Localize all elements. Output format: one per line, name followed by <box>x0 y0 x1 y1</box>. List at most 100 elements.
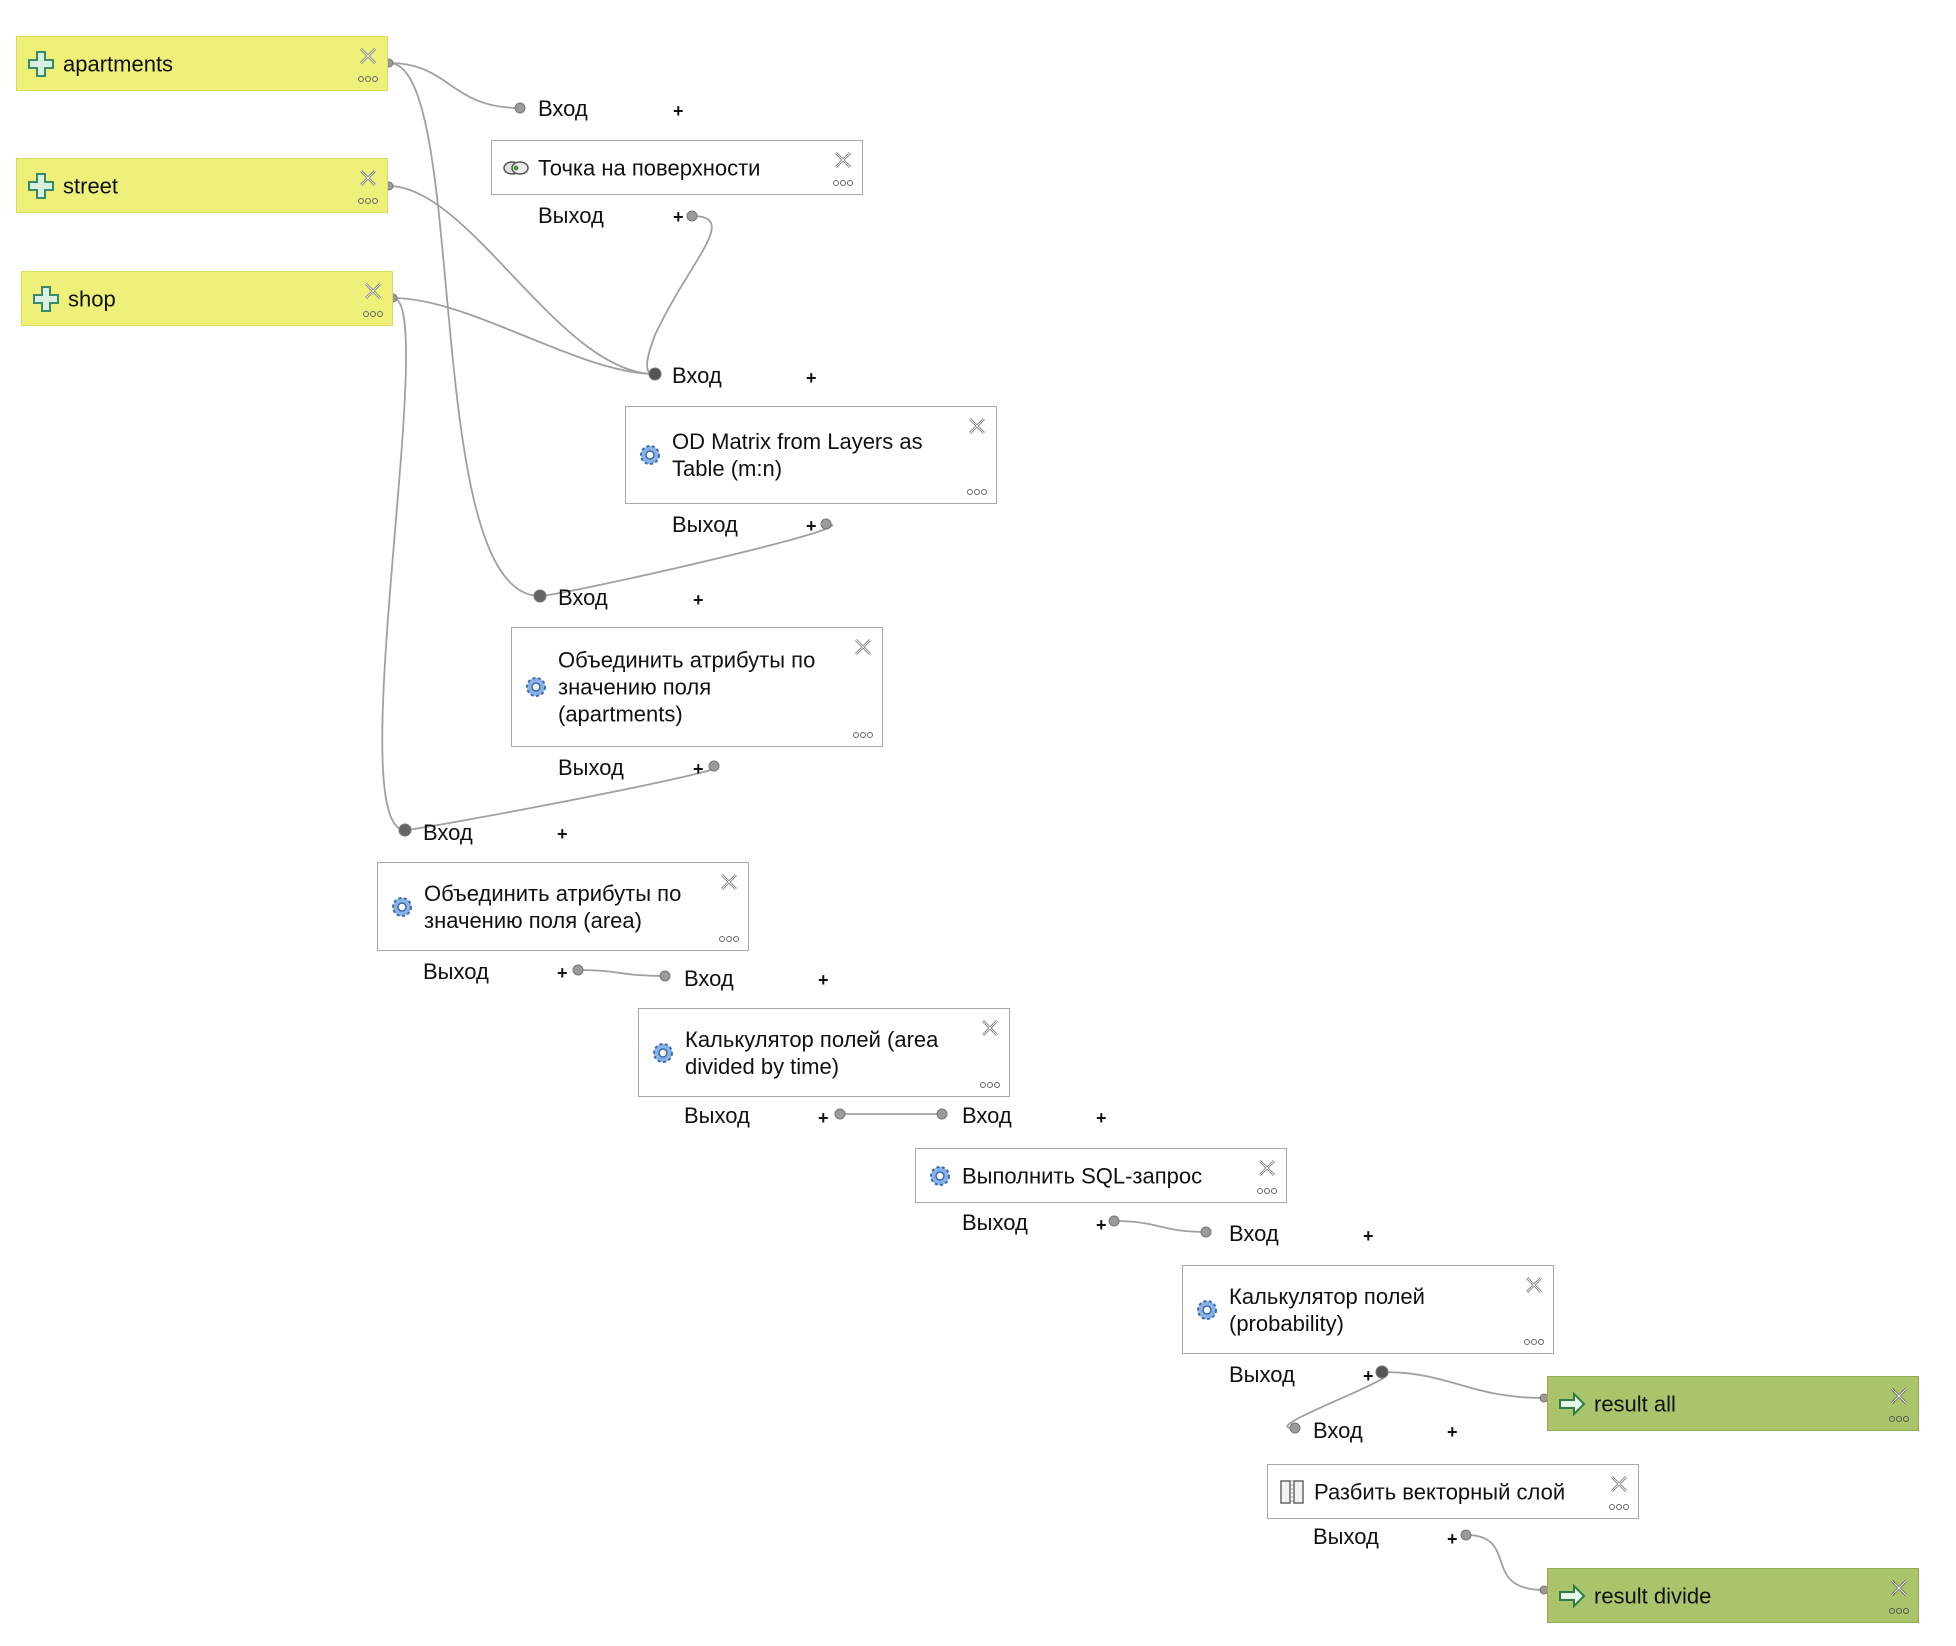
wire-shop-joinarea <box>381 297 407 831</box>
add-input-button[interactable]: + <box>1096 1108 1107 1128</box>
add-output-button[interactable]: + <box>557 963 568 983</box>
wire-shop-od <box>392 297 656 375</box>
input-port-label: Вход <box>538 96 588 121</box>
port-dot <box>686 210 698 222</box>
port-dot <box>1289 1422 1301 1434</box>
wire-point-od <box>646 215 713 375</box>
algorithm-label: Точка на поверхности <box>538 155 761 180</box>
algorithm-node-split[interactable]: Разбить векторный слой <box>1267 1464 1639 1519</box>
output-port-label: Выход <box>1229 1362 1295 1387</box>
close-icon[interactable] <box>357 45 379 67</box>
input-node-street[interactable]: street <box>16 158 388 213</box>
close-icon[interactable] <box>1256 1157 1278 1179</box>
gear-icon <box>653 1042 673 1063</box>
algorithm-node-join-area[interactable]: Объединить атрибуты по значению поля (ar… <box>377 862 749 951</box>
wire-sql-calcprob <box>1113 1220 1207 1233</box>
output-port-label: Выход <box>684 1103 750 1128</box>
plus-icon <box>28 50 54 77</box>
algorithm-label: Выполнить SQL-запрос <box>962 1163 1203 1188</box>
close-icon[interactable] <box>966 415 988 437</box>
output-port-label: Выход <box>672 512 738 537</box>
port-dot <box>514 102 526 114</box>
add-output-button[interactable]: + <box>673 207 684 227</box>
gear-icon <box>930 1165 950 1186</box>
close-icon[interactable] <box>362 280 384 302</box>
arrow-right-icon <box>1559 1391 1586 1416</box>
input-port-label: Вход <box>1229 1221 1279 1246</box>
port-dot <box>834 1108 846 1120</box>
more-icon[interactable] <box>1888 1606 1910 1616</box>
add-input-button[interactable]: + <box>818 970 829 990</box>
add-input-button[interactable]: + <box>806 368 817 388</box>
algorithm-label: Объединить атрибуты по значению поля (ap… <box>558 647 816 727</box>
more-icon[interactable] <box>362 309 384 319</box>
wire-street-od <box>388 185 656 375</box>
more-icon[interactable] <box>357 196 379 206</box>
output-label-result-all: result all <box>1594 1391 1676 1416</box>
algorithm-node-point-on-surface[interactable]: Точка на поверхности <box>491 140 863 195</box>
more-icon[interactable] <box>966 487 988 497</box>
port-dot <box>820 518 832 530</box>
close-icon[interactable] <box>1523 1274 1545 1296</box>
algorithm-label: Разбить векторный слой <box>1314 1479 1566 1504</box>
close-icon[interactable] <box>832 149 854 171</box>
algorithm-label: Объединить атрибуты по значению поля (ar… <box>424 880 682 933</box>
close-icon[interactable] <box>357 167 379 189</box>
add-output-button[interactable]: + <box>1096 1215 1107 1235</box>
wire-split-resultdivide <box>1465 1534 1545 1591</box>
close-icon[interactable] <box>979 1017 1001 1039</box>
input-label-shop: shop <box>68 286 116 311</box>
close-icon[interactable] <box>1608 1473 1630 1495</box>
port-dot <box>1460 1529 1472 1541</box>
gear-icon <box>392 896 412 917</box>
more-icon[interactable] <box>1523 1337 1545 1347</box>
more-icon[interactable] <box>1256 1186 1278 1196</box>
add-output-button[interactable]: + <box>818 1108 829 1128</box>
more-icon[interactable] <box>832 178 854 188</box>
add-input-button[interactable]: + <box>693 590 704 610</box>
add-input-button[interactable]: + <box>673 101 684 121</box>
more-icon[interactable] <box>979 1080 1001 1090</box>
close-icon[interactable] <box>1888 1385 1910 1407</box>
algorithm-node-calc-area[interactable]: Калькулятор полей (area divided by time) <box>638 1008 1010 1097</box>
add-output-button[interactable]: + <box>1363 1366 1374 1386</box>
output-node-result-divide[interactable]: result divide <box>1547 1568 1919 1623</box>
plus-icon <box>33 285 59 312</box>
add-output-button[interactable]: + <box>806 516 817 536</box>
gear-icon <box>640 445 660 465</box>
gear-icon <box>1197 1299 1217 1320</box>
add-input-button[interactable]: + <box>557 824 568 844</box>
input-node-apartments[interactable]: apartments <box>16 36 388 91</box>
input-port-label: Вход <box>684 966 734 991</box>
input-port-label: Вход <box>423 820 473 845</box>
more-icon[interactable] <box>1888 1414 1910 1424</box>
close-icon[interactable] <box>1888 1577 1910 1599</box>
wire-calcprob-resultall <box>1381 1371 1545 1399</box>
more-icon[interactable] <box>852 730 874 740</box>
arrow-right-icon <box>1559 1583 1586 1608</box>
algorithm-label: Калькулятор полей (probability) <box>1229 1283 1425 1336</box>
algorithm-node-calc-probability[interactable]: Калькулятор полей (probability) <box>1182 1265 1554 1354</box>
output-node-result-all[interactable]: result all <box>1547 1376 1919 1431</box>
more-icon[interactable] <box>718 934 740 944</box>
algorithm-node-sql[interactable]: Выполнить SQL-запрос <box>915 1148 1287 1203</box>
input-label-street: street <box>63 173 119 198</box>
output-port-label: Выход <box>1313 1524 1379 1549</box>
output-label-result-divide: result divide <box>1594 1583 1712 1608</box>
input-node-shop[interactable]: shop <box>21 271 393 326</box>
add-output-button[interactable]: + <box>693 759 704 779</box>
close-icon[interactable] <box>718 871 740 893</box>
algorithm-node-od-matrix[interactable]: OD Matrix from Layers as Table (m:n) <box>625 406 997 504</box>
add-output-button[interactable]: + <box>1447 1529 1458 1549</box>
more-icon[interactable] <box>1608 1502 1630 1512</box>
wire-apartments-join <box>388 62 541 597</box>
port-dot <box>1200 1226 1212 1238</box>
add-input-button[interactable]: + <box>1363 1226 1374 1246</box>
close-icon[interactable] <box>852 636 874 658</box>
output-port-label: Выход <box>558 755 624 780</box>
add-input-button[interactable]: + <box>1447 1422 1458 1442</box>
algorithm-node-join-apartments[interactable]: Объединить атрибуты по значению поля (ap… <box>511 627 883 747</box>
more-icon[interactable] <box>357 74 379 84</box>
gear-icon <box>526 677 546 697</box>
